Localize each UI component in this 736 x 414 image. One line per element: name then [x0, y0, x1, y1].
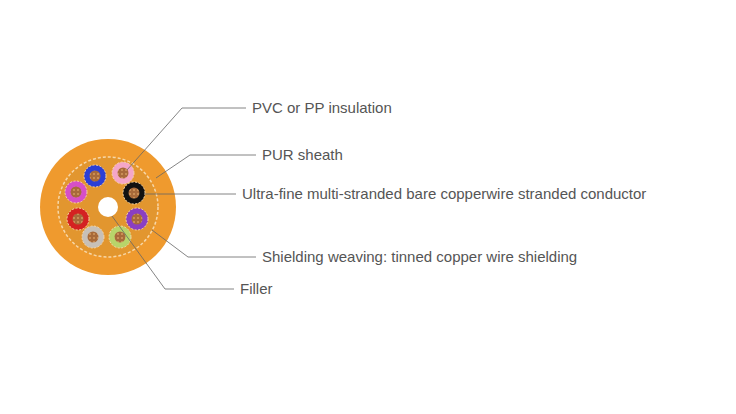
copper-conductor: [132, 214, 143, 225]
part-label: PUR sheath: [262, 146, 343, 164]
copper-conductor: [73, 214, 84, 225]
core-insulation: [82, 226, 104, 248]
core-insulation: [123, 182, 145, 204]
core-insulation: [84, 165, 106, 187]
core-insulation: [126, 208, 148, 230]
leader-lines: [112, 108, 256, 289]
core-insulation: [67, 208, 89, 230]
filler: [98, 197, 118, 217]
core-insulation: [65, 181, 87, 203]
copper-conductor: [129, 188, 140, 199]
copper-conductor: [90, 171, 101, 182]
pur-sheath: [40, 139, 176, 275]
copper-conductor: [88, 232, 99, 243]
part-label: Shielding weaving: tinned copper wire sh…: [262, 248, 577, 266]
part-label: Filler: [240, 280, 273, 298]
part-label: Ultra-fine multi-stranded bare copperwir…: [242, 185, 646, 203]
copper-conductor: [115, 232, 126, 243]
part-label: PVC or PP insulation: [252, 99, 392, 117]
copper-conductor: [71, 187, 82, 198]
copper-conductor: [118, 168, 129, 179]
cores: [65, 162, 148, 248]
shield-braid: [58, 157, 158, 257]
